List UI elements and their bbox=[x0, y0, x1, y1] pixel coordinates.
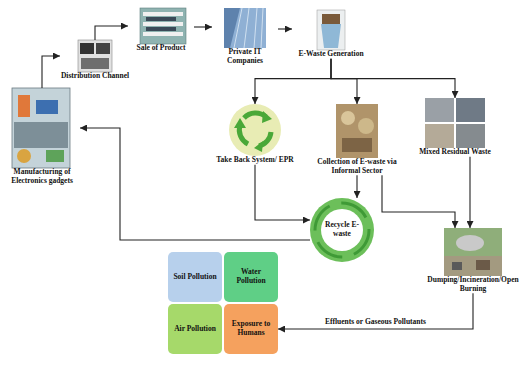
node-label: Manufacturing of Electronics gadgets bbox=[4, 168, 80, 185]
stage-node: E-Waste Generation bbox=[292, 10, 370, 59]
flow-arrow bbox=[278, 293, 473, 329]
flow-arrow bbox=[95, 26, 128, 40]
dump-item bbox=[476, 260, 490, 270]
impact-box: Soil Pollution bbox=[168, 252, 222, 302]
dump-ground bbox=[444, 256, 502, 276]
stage-node: Collection of E-waste via Informal Secto… bbox=[308, 104, 406, 175]
impact-text: Air Pollution bbox=[174, 325, 216, 334]
shelf bbox=[143, 32, 183, 36]
stage-node: Take Back System/ EPR bbox=[205, 104, 305, 165]
picture-area bbox=[410, 98, 500, 148]
counter-icon bbox=[81, 58, 109, 69]
picture-area bbox=[4, 88, 80, 168]
waste-photo bbox=[456, 124, 485, 148]
node-label: Distribution Channel bbox=[60, 72, 130, 81]
window-lines bbox=[234, 8, 263, 48]
picture-area bbox=[205, 104, 305, 156]
worker-figure bbox=[18, 95, 30, 117]
shelf bbox=[143, 22, 183, 26]
waste-bin bbox=[321, 24, 341, 48]
bin-photo bbox=[317, 10, 345, 50]
flow-arrow bbox=[331, 59, 455, 98]
waste-photo bbox=[425, 124, 454, 148]
connector-group bbox=[42, 26, 473, 329]
picture-area bbox=[424, 228, 522, 276]
dump-photo bbox=[444, 228, 502, 276]
picture-area bbox=[60, 40, 130, 72]
stage-node: Mixed Residual Waste bbox=[410, 98, 500, 157]
flow-arrow bbox=[382, 175, 455, 228]
assembly-line bbox=[14, 122, 68, 148]
node-label: Mixed Residual Waste bbox=[410, 148, 500, 157]
scrap-item bbox=[358, 118, 374, 134]
recycle-ring-arrows bbox=[315, 203, 369, 257]
recycle-arrowhead bbox=[254, 141, 263, 152]
picture-area bbox=[212, 8, 278, 48]
scrap-item bbox=[341, 111, 355, 125]
machine-part bbox=[36, 100, 58, 114]
monitor-icon bbox=[80, 43, 94, 54]
flow-arrow bbox=[278, 28, 292, 29]
scrap-photo bbox=[336, 104, 378, 158]
recycle-node: Recycle E-waste bbox=[310, 198, 374, 262]
store-photo bbox=[140, 8, 186, 44]
factory-photo bbox=[12, 88, 70, 168]
recycle-badge bbox=[229, 104, 281, 156]
circuit-board bbox=[46, 150, 64, 162]
dump-item bbox=[452, 262, 462, 270]
impact-text: Soil Pollution bbox=[173, 273, 216, 282]
recycle-arrowhead bbox=[234, 118, 246, 128]
impact-box: Exposure to Humans bbox=[224, 304, 278, 354]
node-label: Take Back System/ EPR bbox=[205, 156, 305, 165]
product-row bbox=[146, 17, 176, 21]
impact-text: Exposure to Humans bbox=[226, 320, 276, 337]
node-label: Collection of E-waste via Informal Secto… bbox=[308, 158, 406, 175]
waste-pile bbox=[322, 14, 340, 24]
shop-photo bbox=[78, 40, 112, 72]
flow-arrow bbox=[356, 175, 357, 198]
stage-node: Dumping/Incineration/Open Burning bbox=[424, 228, 522, 293]
stage-node: Distribution Channel bbox=[60, 40, 130, 81]
impact-box: Water Pollution bbox=[224, 252, 278, 302]
flow-arrow bbox=[255, 165, 310, 220]
flow-arrow bbox=[42, 56, 60, 88]
recycle-center bbox=[321, 209, 363, 251]
monitor-icon bbox=[96, 43, 110, 54]
node-label: Recycle E-waste bbox=[323, 221, 361, 238]
flow-arrow bbox=[255, 59, 331, 104]
flow-arrow bbox=[80, 128, 310, 240]
impact-box: Air Pollution bbox=[168, 304, 222, 354]
node-label: Dumping/Incineration/Open Burning bbox=[424, 276, 522, 293]
picture-area bbox=[308, 104, 406, 158]
waste-photo bbox=[425, 98, 454, 122]
stage-node: Manufacturing of Electronics gadgets bbox=[4, 88, 80, 185]
stage-node: Private IT Companies bbox=[212, 8, 278, 65]
picture-area bbox=[128, 8, 194, 44]
recycle-arrowhead bbox=[262, 111, 272, 123]
node-label: Sale of Product bbox=[128, 44, 194, 53]
picture-area bbox=[292, 10, 370, 50]
product-row bbox=[146, 27, 176, 31]
waste-photo bbox=[456, 98, 485, 122]
gear-part bbox=[17, 149, 31, 163]
stage-node: Sale of Product bbox=[128, 8, 194, 53]
flow-arrow bbox=[331, 59, 357, 104]
tower-facade bbox=[230, 8, 266, 48]
smoke-cloud bbox=[456, 235, 484, 251]
impact-text: Water Pollution bbox=[226, 268, 276, 285]
tower-photo bbox=[224, 8, 266, 48]
scrap-heap bbox=[342, 138, 372, 152]
flow-arrow bbox=[469, 157, 470, 228]
flow-arrow bbox=[194, 26, 212, 27]
recycle-ring bbox=[310, 198, 374, 262]
node-label: Private IT Companies bbox=[212, 48, 278, 65]
edge-label: Effluents or Gaseous Pollutants bbox=[323, 318, 428, 327]
node-label: E-Waste Generation bbox=[292, 50, 370, 59]
shelf bbox=[143, 12, 183, 16]
